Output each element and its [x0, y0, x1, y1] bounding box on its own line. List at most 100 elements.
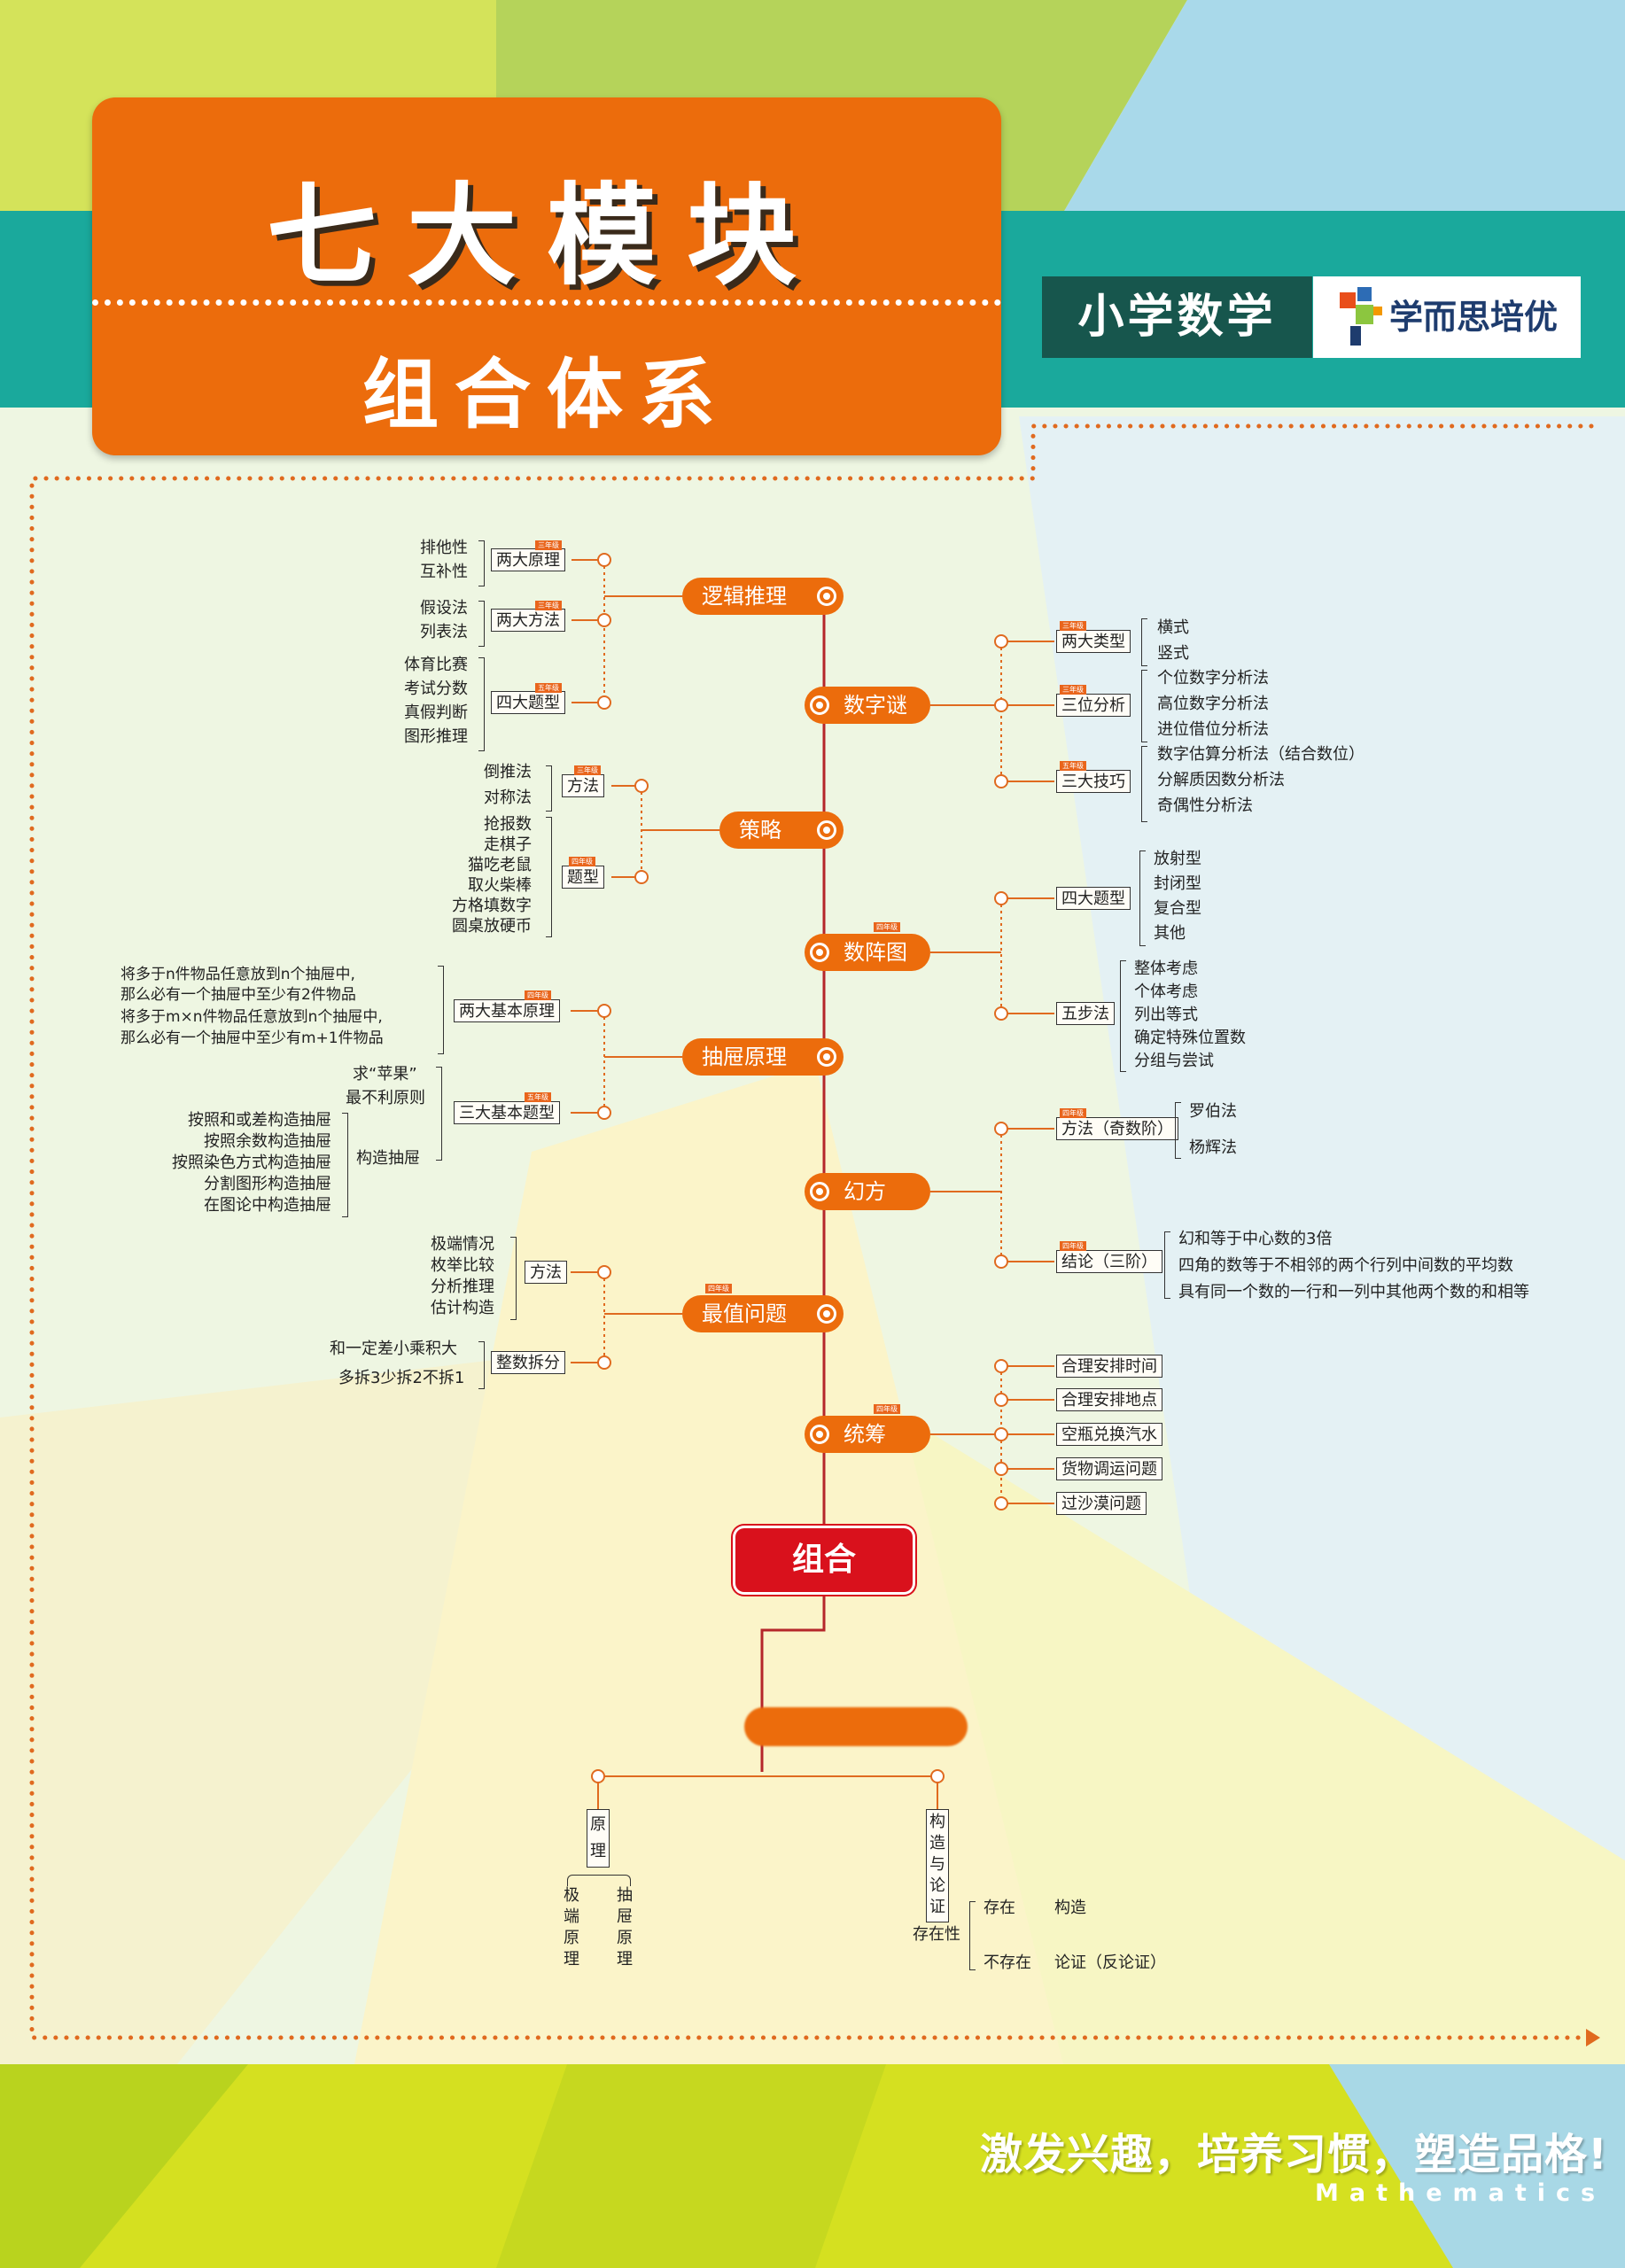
brand-name: 学而思培优 [1389, 298, 1559, 337]
puzzle-analysis[interactable]: 三位分析 [1056, 694, 1131, 717]
strategy-item: 抢报数 [484, 815, 532, 834]
bottom-construct[interactable]: 构造与论证 [926, 1809, 949, 1922]
array-steps[interactable]: 五步法 [1056, 1002, 1115, 1025]
plan-item[interactable]: 空瓶兑换汽水 [1056, 1423, 1162, 1446]
module-plan-title: 统筹 [844, 1422, 886, 1447]
page-title: 七大模块 [266, 173, 827, 300]
brace [438, 966, 444, 1054]
module-strategy[interactable]: 策略 [719, 812, 844, 849]
module-logic[interactable]: 逻辑推理 [682, 578, 844, 615]
extreme-item: 分析推理 [431, 1278, 494, 1296]
strategy-item: 圆桌放硬币 [452, 917, 532, 936]
grade-tag: 三年级 [535, 601, 562, 610]
magic-item: 四角的数等于不相邻的两个行列中间数的平均数 [1178, 1256, 1513, 1275]
grade-tag: 三年级 [1060, 621, 1086, 631]
puzzle-skills[interactable]: 三大技巧 [1056, 770, 1131, 793]
extreme-methods[interactable]: 方法 [525, 1261, 567, 1284]
grade-tag: 四年级 [1060, 1108, 1086, 1118]
node-ring-icon [810, 943, 829, 962]
magic-methods[interactable]: 方法（奇数阶） [1056, 1117, 1178, 1140]
plan-item[interactable]: 合理安排时间 [1056, 1355, 1162, 1378]
array-item: 封闭型 [1154, 874, 1201, 893]
logic-principles[interactable]: 两大原理 [491, 548, 565, 571]
title-box: 七大模块 组合体系 [92, 97, 1001, 455]
bottom-principle-label: 原理 [590, 1815, 606, 1860]
brace [1141, 746, 1147, 822]
center-node[interactable]: 组合 [735, 1528, 913, 1592]
node-ring-icon [810, 1182, 829, 1201]
bottom-construct-label: 构造与论证 [929, 1813, 945, 1916]
brace [1141, 670, 1147, 742]
array-item: 整体考虑 [1134, 959, 1198, 978]
brand-logo-icon [1340, 287, 1382, 346]
bottom-construct-item: 不存在 [984, 1953, 1031, 1972]
module-magic[interactable]: 幻方 [805, 1173, 930, 1210]
logic-item: 真假判断 [404, 703, 468, 722]
grade-tag: 四年级 [1060, 1241, 1086, 1251]
brace [1139, 850, 1146, 946]
logic-item: 图形推理 [404, 727, 468, 746]
puzzle-item: 横式 [1157, 618, 1189, 637]
module-extreme[interactable]: 最值问题 [682, 1295, 844, 1332]
brace [478, 540, 485, 586]
blurred-node [744, 1707, 968, 1746]
brace [546, 765, 552, 812]
node-ring-icon [810, 1425, 829, 1444]
drawer-sub-item: 按照余数构造抽屉 [204, 1132, 331, 1151]
strategy-item: 取火柴棒 [468, 876, 532, 895]
title-divider [92, 299, 1001, 306]
puzzle-types[interactable]: 两大类型 [1056, 630, 1131, 653]
node-ring-icon [817, 586, 836, 606]
strategy-methods[interactable]: 方法 [562, 774, 604, 797]
extreme-item: 极端情况 [431, 1235, 494, 1254]
extreme-split[interactable]: 整数拆分 [491, 1351, 565, 1374]
strategy-types[interactable]: 题型 [562, 866, 604, 889]
magic-conclusions[interactable]: 结论（三阶） [1056, 1250, 1162, 1273]
module-strategy-title: 策略 [739, 818, 781, 843]
logic-item: 假设法 [420, 599, 468, 617]
module-drawer[interactable]: 抽屉原理 [682, 1038, 844, 1076]
module-array[interactable]: 数阵图 [805, 934, 930, 971]
drawer-item: 最不利原则 [346, 1089, 425, 1107]
bottom-construct-item: 存在 [984, 1899, 1015, 1917]
plan-item[interactable]: 货物调运问题 [1056, 1457, 1162, 1480]
bottom-principle[interactable]: 原理 [587, 1809, 610, 1868]
module-magic-title: 幻方 [844, 1179, 886, 1204]
module-plan[interactable]: 统筹 [805, 1416, 930, 1453]
module-puzzle[interactable]: 数字谜 [805, 687, 930, 724]
brace [969, 1901, 976, 1970]
module-puzzle-title: 数字谜 [844, 693, 907, 718]
grade-tag: 四年级 [569, 857, 595, 866]
drawer-item: 求“苹果” [353, 1065, 417, 1084]
extreme-item: 多拆3少拆2不拆1 [338, 1369, 465, 1387]
array-types[interactable]: 四大题型 [1056, 887, 1131, 910]
drawer-item: 将多于m×n件物品任意放到n个抽屉中, [121, 1008, 383, 1026]
bottom-principle-item: 极端原理 [564, 1886, 579, 1969]
footer-slogan: 激发兴趣，培养习惯，塑造品格! [980, 2130, 1608, 2179]
brace [1175, 1102, 1181, 1159]
drawer-principles[interactable]: 两大基本原理 [454, 999, 560, 1022]
brace [478, 657, 485, 751]
array-item: 确定特殊位置数 [1134, 1029, 1246, 1047]
magic-item: 幻和等于中心数的3倍 [1178, 1230, 1333, 1248]
strategy-item: 对称法 [484, 788, 532, 807]
brace [567, 1875, 631, 1886]
module-logic-title: 逻辑推理 [702, 584, 787, 609]
puzzle-item: 个位数字分析法 [1157, 669, 1269, 687]
grade-tag: 四年级 [874, 922, 900, 932]
plan-item[interactable]: 过沙漠问题 [1056, 1492, 1147, 1515]
drawer-sub-item: 按照染色方式构造抽屉 [172, 1153, 331, 1172]
logic-types[interactable]: 四大题型 [491, 691, 565, 714]
puzzle-item: 进位借位分析法 [1157, 720, 1269, 739]
plan-item[interactable]: 合理安排地点 [1056, 1388, 1162, 1411]
grade-tag: 三年级 [535, 540, 562, 550]
bottom-construct-item: 构造 [1054, 1899, 1086, 1917]
array-item: 个体考虑 [1134, 983, 1198, 1001]
puzzle-item: 分解质因数分析法 [1157, 771, 1285, 789]
drawer-types[interactable]: 三大基本题型 [454, 1101, 560, 1124]
array-item: 列出等式 [1134, 1006, 1198, 1024]
logic-item: 体育比赛 [404, 656, 468, 674]
logic-methods[interactable]: 两大方法 [491, 609, 565, 632]
